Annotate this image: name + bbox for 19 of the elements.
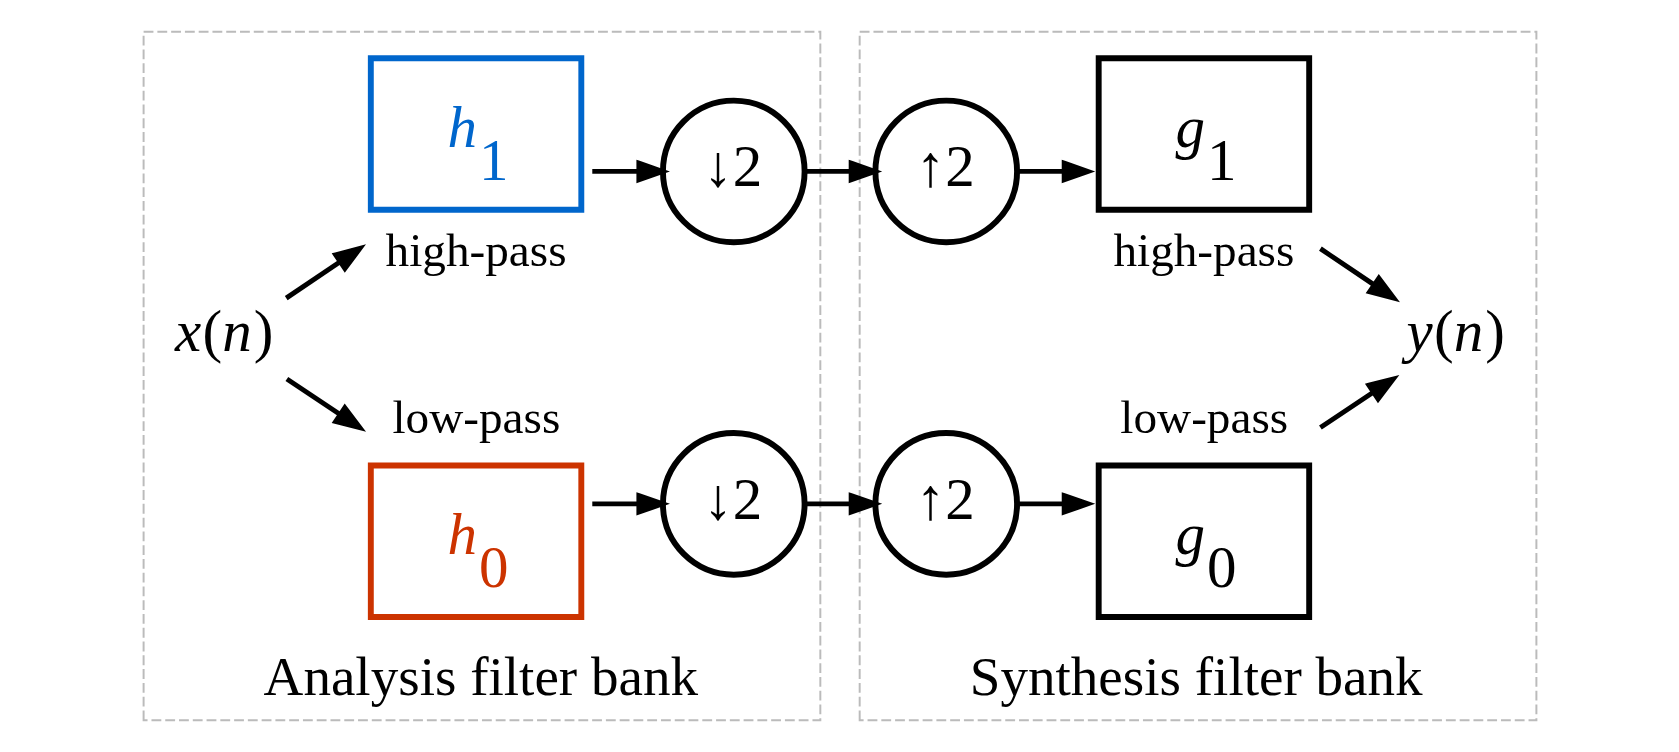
arrow [591, 492, 670, 516]
arrow [591, 159, 670, 184]
node-circle: ↑2 [871, 97, 1020, 246]
node-label: high-pass [385, 224, 567, 277]
arrow [1318, 374, 1399, 430]
node-circle: ↑2 [871, 430, 1020, 578]
node-circle: ↓2 [659, 430, 808, 578]
node-text: x(n) [174, 298, 273, 365]
arrow [285, 377, 366, 432]
node-circle: ↓2 [659, 97, 808, 246]
arrow [284, 244, 366, 301]
arrow [1017, 159, 1095, 184]
node-label: high-pass [1112, 224, 1294, 277]
node-label: low-pass [391, 391, 560, 444]
arrow [1017, 492, 1095, 516]
arrow [804, 159, 882, 184]
arrow [1318, 246, 1400, 303]
arrow [804, 492, 882, 516]
node-label: low-pass [1119, 391, 1288, 444]
